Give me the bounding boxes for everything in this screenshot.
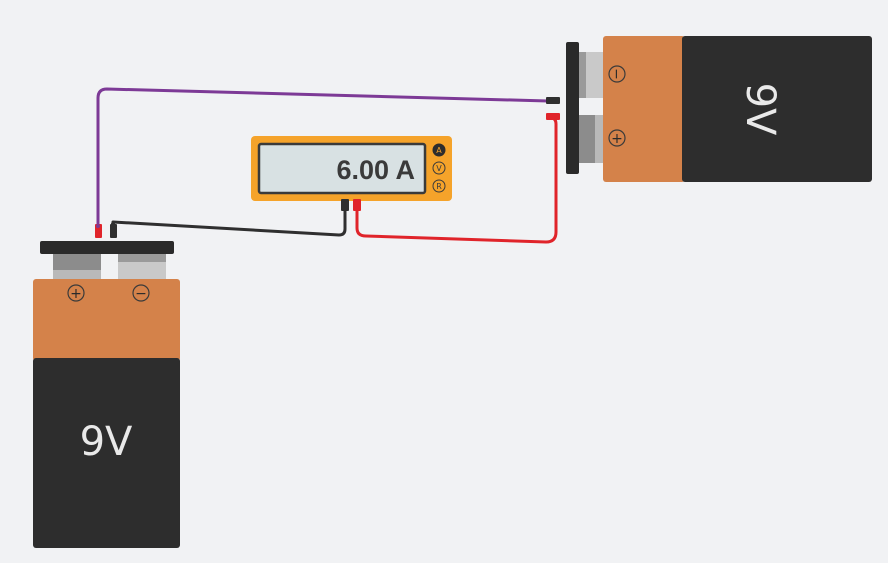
battery-right-terminal-positive[interactable]: [579, 115, 597, 163]
battery-left-body: [33, 358, 180, 548]
mode-button-voltmeter-label: V: [436, 164, 442, 173]
battery-left-terminal-negative-base: [118, 262, 166, 280]
connector-right-positive[interactable]: [546, 113, 560, 120]
battery-right-negative-symbol: −: [608, 68, 624, 80]
battery-left-negative-symbol: −: [135, 286, 147, 302]
battery-left-positive-symbol: +: [70, 286, 82, 302]
wire-purple[interactable]: [96, 87, 550, 228]
multimeter-reading: 6.00 A: [336, 155, 415, 185]
wire-endpoint-purple: [96, 224, 100, 228]
battery-right[interactable]: − + 9V: [566, 36, 872, 182]
battery-right-body: [682, 36, 872, 182]
battery-left-positive-marker: [67, 284, 85, 302]
multimeter-probe-red[interactable]: [353, 199, 361, 211]
battery-left-negative-marker: [132, 284, 150, 302]
battery-left-terminal-negative[interactable]: [118, 254, 166, 262]
mode-button-ammeter[interactable]: [432, 143, 446, 157]
battery-right-positive-marker: [608, 129, 626, 147]
wire-connectors: [95, 97, 560, 238]
wire-endpoint-black: [111, 222, 115, 226]
multimeter-probe-black[interactable]: [341, 199, 349, 211]
multimeter[interactable]: 6.00 A A V R: [251, 136, 452, 211]
battery-left-terminal-positive[interactable]: [53, 254, 101, 272]
multimeter-display: [257, 142, 427, 195]
battery-left[interactable]: + − 9V: [33, 241, 180, 548]
battery-left-connector: [40, 241, 174, 254]
mode-button-voltmeter[interactable]: [432, 161, 446, 175]
battery-right-negative-marker: [608, 65, 626, 83]
battery-right-label: 9V: [737, 83, 783, 136]
connector-right-negative[interactable]: [546, 97, 560, 104]
battery-left-terminal-positive-base: [53, 270, 101, 280]
battery-left-top: [33, 279, 180, 361]
battery-right-terminal-negative-base: [586, 52, 604, 98]
connector-left-negative[interactable]: [110, 224, 117, 238]
battery-right-connector: [566, 42, 579, 174]
battery-right-terminal-negative[interactable]: [579, 52, 588, 98]
battery-right-top: [603, 36, 685, 182]
battery-right-positive-symbol: +: [611, 131, 623, 147]
mode-button-ammeter-label: A: [436, 146, 442, 155]
battery-right-terminal-positive-base: [595, 115, 605, 163]
wire-black[interactable]: [111, 203, 347, 237]
mode-button-ohmmeter[interactable]: [432, 179, 446, 193]
mode-button-ohmmeter-label: R: [436, 182, 442, 191]
battery-left-label: 9V: [80, 419, 133, 465]
